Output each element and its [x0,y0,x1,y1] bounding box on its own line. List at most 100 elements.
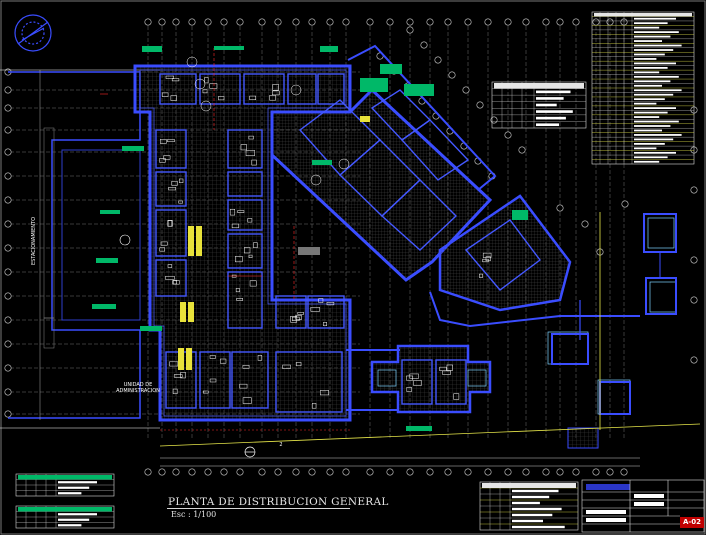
axis-bubble [592,468,600,476]
axis-bubble [444,18,452,26]
bottom-dimension-chain [160,457,640,467]
table-cell-text [634,129,662,132]
room-label-box [142,46,162,52]
furniture-item [178,200,183,204]
axis-bubble [158,468,166,476]
table-cell-text [634,58,657,60]
table-cell-text [634,31,679,34]
axis-bubble [4,292,12,300]
table-cell-text [634,147,657,150]
table-cell-text [634,80,671,83]
furniture-item [160,241,168,246]
furniture-item [165,275,175,280]
courtyard-element [298,247,320,255]
table-border [491,81,587,129]
table-header-fill [18,507,112,512]
axis-bubble [172,18,180,26]
room-label-box [320,46,338,52]
furniture-item [179,178,184,183]
furniture-item [311,403,317,409]
axis-bubble [366,468,374,476]
column-circle [310,174,322,186]
furniture-item [310,307,320,312]
furniture-item [295,315,302,320]
furniture-item [163,155,171,160]
company-logo [14,14,52,52]
table-cell-text [634,84,662,87]
axis-bubble [4,364,12,372]
room-label-box [214,46,244,50]
column-circle [200,100,212,112]
furniture-item [170,95,177,101]
axis-bubble [4,220,12,228]
column-circle [290,84,302,96]
axis-bubble [4,126,12,134]
table-cell-text [634,17,676,20]
axis-bubble [4,244,12,252]
axis-bubble [274,468,282,476]
furniture-item [204,77,209,84]
furniture-item [171,180,178,186]
room-label-box [406,426,432,431]
table-cell-text [536,116,566,120]
axis-bubble [4,410,12,418]
furniture-item [253,242,258,248]
title-underline [167,508,350,509]
table-cell-text [634,116,660,118]
furniture-item [169,361,179,367]
section-number: 2 [279,442,283,448]
axis-bubble [4,86,12,94]
room-label-box [92,304,116,309]
axis-bubble [308,18,316,26]
table-cell-text [634,75,679,78]
axis-bubble [420,41,428,49]
axis-bubble [448,71,456,79]
table-cell-text [634,22,668,25]
axis-bubble [464,18,472,26]
furniture-item [485,256,491,262]
furniture-item [209,378,217,383]
furniture-item [173,374,183,378]
axis-bubble [690,296,698,304]
axis-bubble [236,468,244,476]
column-circle [194,78,206,90]
furniture-item [248,135,254,140]
table-cell-text [512,513,553,517]
axis-bubble [542,18,550,26]
axis-bubble [4,172,12,180]
furniture-item [320,390,330,396]
room-label-box [404,84,434,96]
axis-bubble [444,468,452,476]
left-exterior-area [0,69,160,429]
axis-bubble [188,18,196,26]
column-circle [338,158,350,170]
furniture-item [257,355,263,361]
axis-bubbles [4,18,698,476]
axis-bubble [366,18,374,26]
table-cell-text [634,160,660,163]
room-partitions [155,73,541,413]
axis-bubble [258,18,266,26]
axis-bubble [572,18,580,26]
axis-bubble [556,468,564,476]
axis-bubble [4,268,12,276]
table-cell-text [634,44,682,47]
drawing-scale: Esc : 1/100 [171,510,217,519]
equipment-yellow [178,116,370,370]
axis-bubble [620,468,628,476]
axis-bubble [464,468,472,476]
axis-bubble [462,86,470,94]
furniture-item [229,209,236,216]
table-cell-text [634,40,662,42]
axis-bubble [606,18,614,26]
sheet-number-badge: A-02 [680,517,704,528]
axis-bubble [621,200,629,208]
room-label-box [140,326,162,331]
table-cell-text [634,134,682,136]
table-cell-text [634,53,665,56]
furniture-item [209,83,218,89]
title-block [581,479,705,533]
furniture-item [235,288,240,293]
table-cell-text [512,519,543,523]
